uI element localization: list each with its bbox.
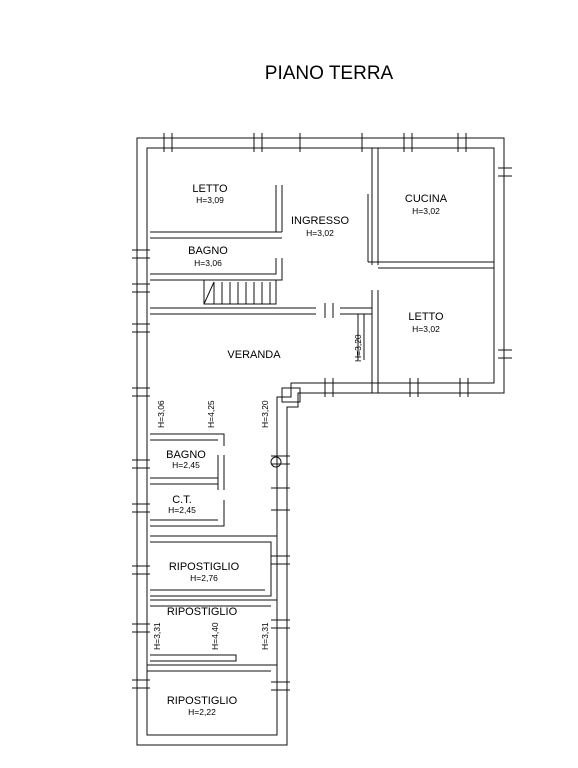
room-height: H=2,22	[188, 707, 216, 717]
vertical-height: H=3,31	[260, 622, 270, 650]
room-height: H=2,45	[172, 460, 200, 470]
vertical-height: H=3,31	[152, 622, 162, 650]
room-height: H=2,45	[168, 505, 196, 515]
outer-walls	[136, 137, 505, 746]
room-name: C.T.	[172, 494, 192, 506]
openings	[132, 133, 512, 691]
vertical-height: H=3,20	[260, 400, 270, 428]
room-name: RIPOSTIGLIO	[167, 606, 238, 618]
vertical-height-labels: H=3,20 H=3,06 H=4,25 H=3,20 H=3,31 H=4,4…	[152, 334, 363, 650]
vertical-height: H=3,20	[353, 334, 363, 362]
room-name: INGRESSO	[291, 215, 350, 227]
room-height: H=3,09	[196, 195, 224, 205]
room-name: RIPOSTIGLIO	[167, 695, 238, 707]
room-name: BAGNO	[188, 245, 228, 257]
interior-walls	[147, 148, 494, 672]
room-name: VERANDA	[227, 349, 281, 361]
room-height: H=2,76	[190, 573, 218, 583]
room-height: H=3,02	[412, 206, 440, 216]
room-name: CUCINA	[405, 193, 448, 205]
room-name: BAGNO	[166, 449, 206, 461]
room-height: H=3,06	[194, 258, 222, 268]
vertical-height: H=4,25	[206, 400, 216, 428]
room-name: RIPOSTIGLIO	[169, 561, 240, 573]
room-labels: LETTO H=3,09 INGRESSO H=3,02 CUCINA H=3,…	[166, 183, 448, 717]
room-name: LETTO	[192, 183, 228, 195]
room-height: H=3,02	[412, 324, 440, 334]
room-height: H=3,02	[306, 228, 334, 238]
vertical-height: H=3,06	[156, 400, 166, 428]
vertical-height: H=4,40	[210, 622, 220, 650]
plan-title: PIANO TERRA	[265, 63, 394, 84]
room-name: LETTO	[408, 311, 444, 323]
